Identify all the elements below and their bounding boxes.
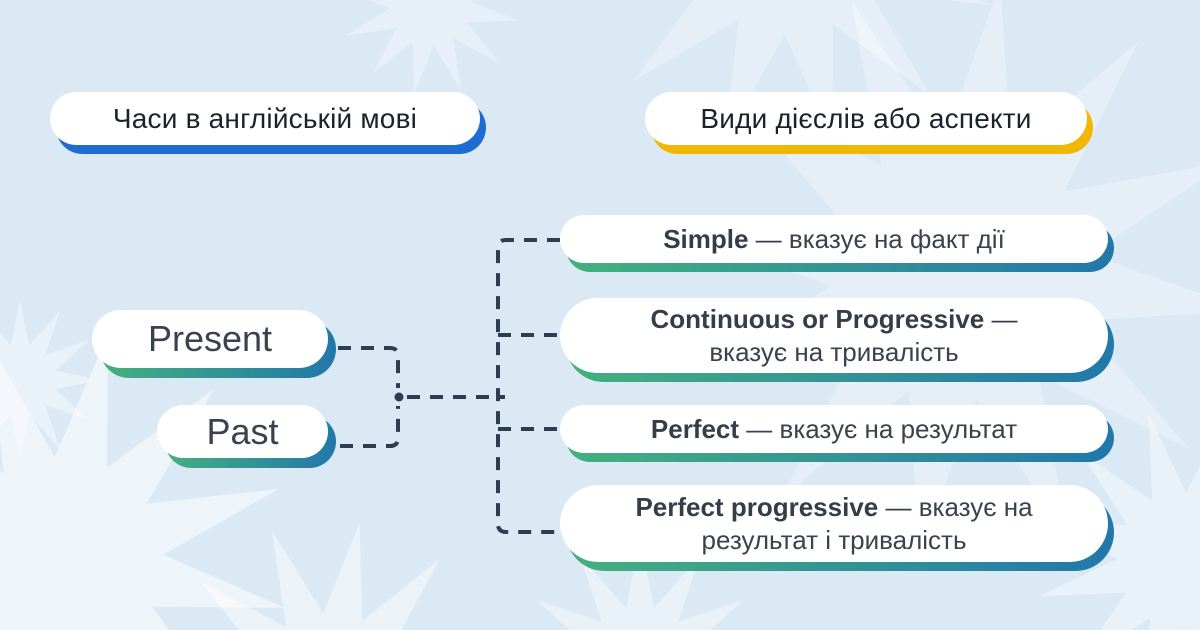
tense-present-pill: Present [92, 310, 336, 378]
title-tenses-face: Часи в англійській мові [50, 92, 480, 145]
connector-present [338, 346, 400, 388]
aspect-continuous-term: Continuous or Progressive [650, 304, 985, 334]
tense-present-label: Present [147, 318, 273, 359]
aspect-perfect-progressive-text: Perfect progressive — вказує на результа… [560, 491, 1108, 556]
aspect-continuous-pill: Continuous or Progressive — вказує на тр… [560, 298, 1114, 382]
title-aspects-face: Види дієслів або аспекти [645, 92, 1087, 145]
aspect-perfect-progressive-pill: Perfect progressive — вказує на результа… [560, 485, 1114, 571]
tense-past-label: Past [206, 410, 279, 452]
tense-past-pill: Past [157, 405, 336, 468]
aspect-perfect-progressive-face: Perfect progressive — вказує на результа… [560, 485, 1108, 562]
connector-past [340, 406, 400, 448]
connector-trunk [496, 238, 560, 534]
aspect-simple-term: Simple [663, 223, 749, 254]
junction-dot [394, 392, 404, 402]
aspect-continuous-text: Continuous or Progressive — вказує на тр… [560, 303, 1108, 368]
aspect-simple-face: Simple — вказує на факт дії [560, 215, 1108, 263]
aspect-continuous-face: Continuous or Progressive — вказує на тр… [560, 298, 1108, 373]
title-aspects-label: Види дієслів або аспекти [700, 102, 1032, 134]
aspect-simple-pill: Simple — вказує на факт дії [560, 215, 1114, 272]
aspect-perfect-term: Perfect [650, 413, 740, 444]
aspect-perfect-pill: Perfect — вказує на результат [560, 405, 1114, 462]
title-tenses-label: Часи в англійській мові [112, 102, 418, 134]
aspect-perfect-progressive-term: Perfect progressive [635, 492, 879, 522]
title-aspects-pill: Види дієслів або аспекти [645, 92, 1093, 154]
aspect-perfect-text: Perfect — вказує на результат [601, 413, 1067, 446]
aspect-simple-description: — вказує на факт дії [755, 223, 1005, 254]
aspect-perfect-description: — вказує на результат [746, 413, 1018, 444]
aspect-perfect-face: Perfect — вказує на результат [560, 405, 1108, 453]
title-tenses-pill: Часи в англійській мові [50, 92, 486, 154]
aspect-simple-text: Simple — вказує на факт дії [613, 223, 1055, 256]
tense-past-face: Past [157, 405, 328, 458]
tense-present-face: Present [92, 310, 328, 368]
